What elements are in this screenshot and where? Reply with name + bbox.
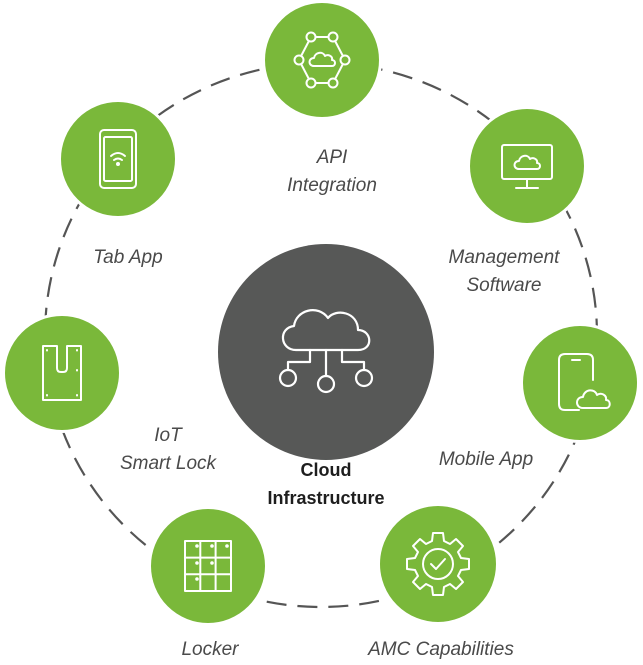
- cloud-hub-icon: [293, 31, 351, 89]
- node-management-software: [467, 106, 587, 226]
- label-line: Software: [466, 275, 542, 296]
- center-title: Cloud Infrastructure: [236, 456, 416, 512]
- label-line: API: [316, 147, 348, 168]
- tablet-wifi-icon: [99, 129, 137, 189]
- label-tab-app: Tab App: [76, 244, 180, 272]
- node-api-integration: [262, 0, 382, 120]
- label-mobile-app: Mobile App: [424, 446, 548, 474]
- label-line: AMC Capabilities: [368, 639, 514, 660]
- label-management-software: Management Software: [432, 244, 576, 300]
- label-line: Smart Lock: [119, 453, 217, 474]
- locker-grid-icon: [184, 540, 232, 592]
- label-iot-smart-lock: IoT Smart Lock: [106, 422, 230, 478]
- label-line: Management: [448, 247, 560, 268]
- node-iot-smart-lock: [2, 313, 122, 433]
- node-mobile-app: [520, 323, 640, 443]
- monitor-cloud-icon: [501, 144, 553, 189]
- center-circle: [218, 244, 434, 460]
- node-tab-app: [58, 99, 178, 219]
- label-line: Integration: [287, 175, 377, 196]
- node-amc-capabilities: [377, 503, 499, 625]
- center-title-line2: Infrastructure: [267, 488, 385, 508]
- gear-check-icon: [406, 532, 470, 596]
- label-amc-capabilities: AMC Capabilities: [346, 636, 536, 664]
- label-line: Locker: [181, 639, 239, 660]
- label-line: Mobile App: [438, 449, 534, 470]
- center-title-line1: Cloud: [300, 460, 352, 480]
- cloud-network-icon: [278, 309, 374, 394]
- label-line: IoT: [154, 425, 182, 446]
- smart-lock-icon: [42, 345, 82, 401]
- node-locker: [148, 506, 268, 626]
- phone-cloud-icon: [558, 353, 611, 411]
- label-line: Tab App: [93, 247, 163, 268]
- label-api-integration: API Integration: [272, 144, 392, 200]
- label-locker: Locker: [160, 636, 260, 664]
